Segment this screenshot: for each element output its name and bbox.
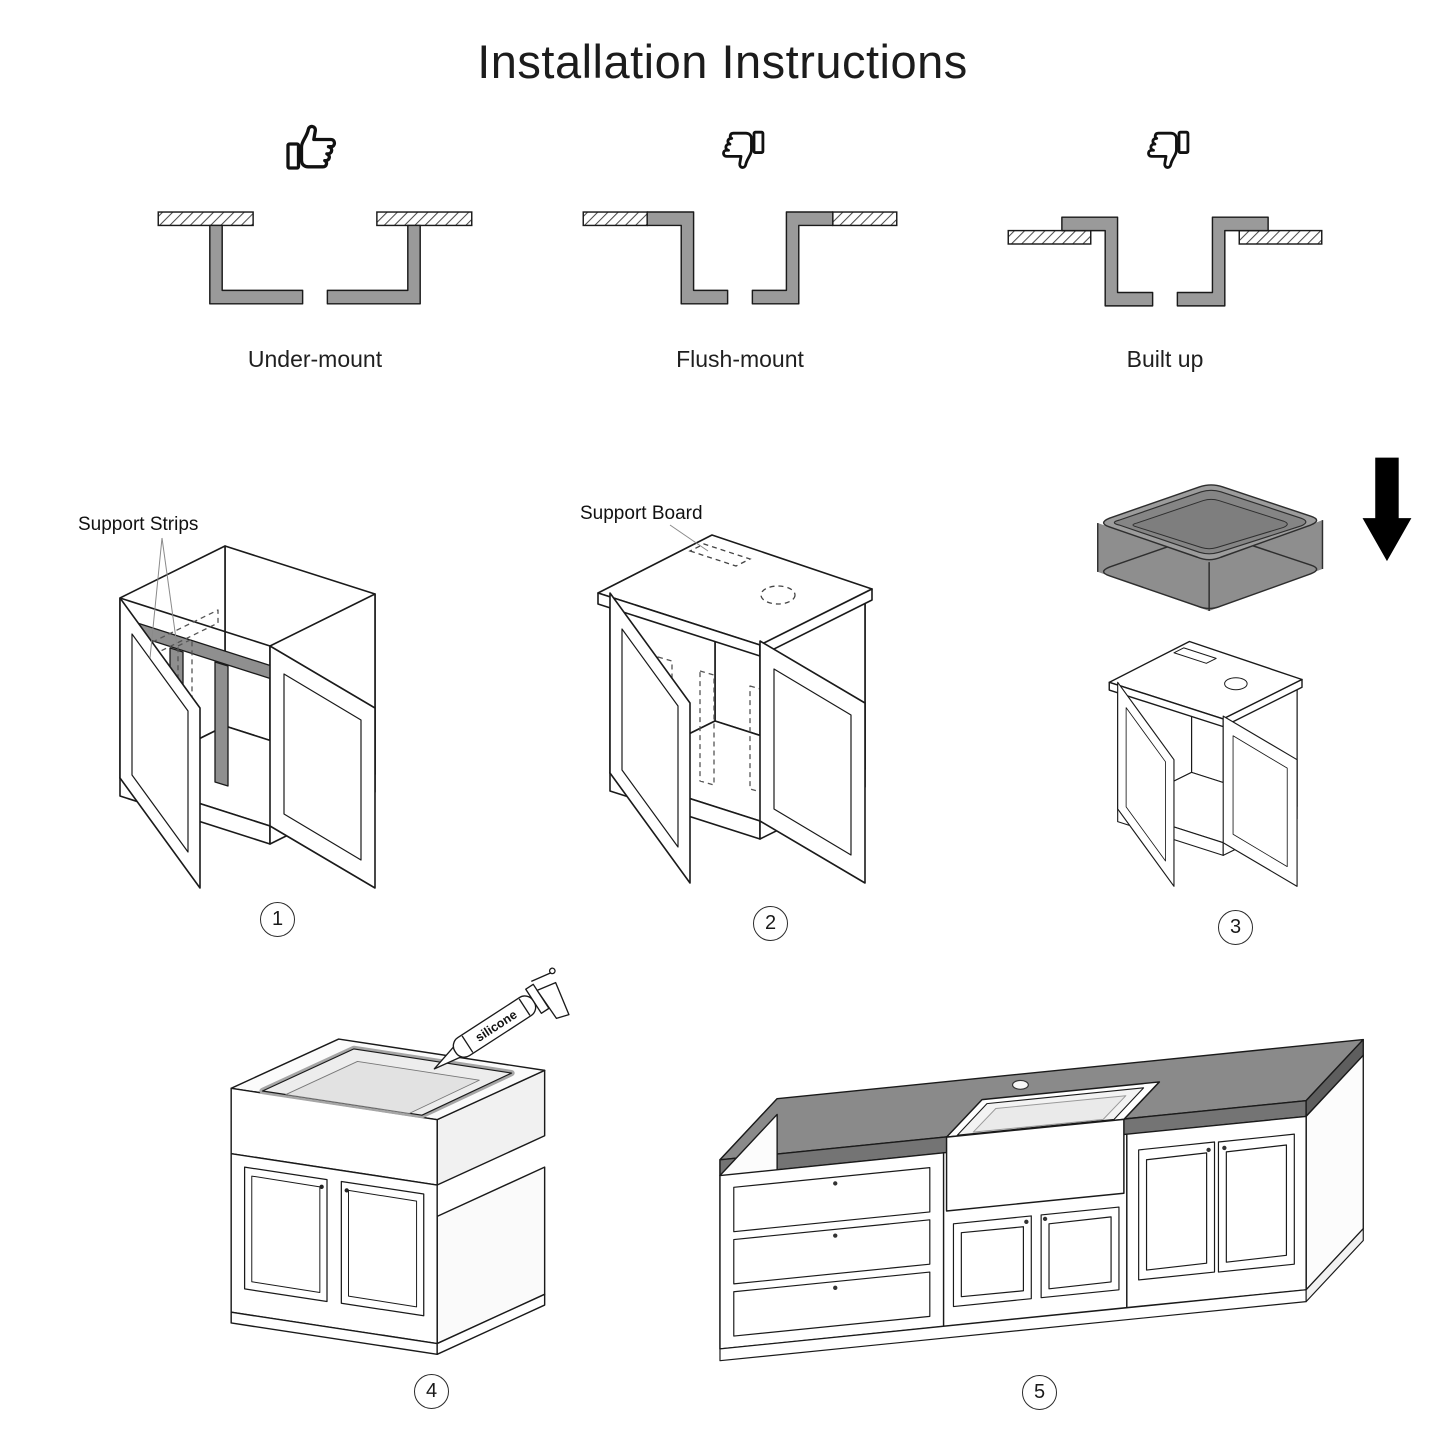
support-strips-label: Support Strips <box>78 514 198 535</box>
step-4-figure: silicone <box>230 967 570 1356</box>
silicone-bead <box>259 1045 515 1119</box>
support-board <box>597 534 873 657</box>
step-5-number: 5 <box>1022 1375 1057 1410</box>
kitchen-run-drawing <box>719 1038 1364 1362</box>
step-3-figure <box>1097 457 1412 887</box>
step-1-figure: Support Strips <box>78 514 376 889</box>
farmhouse-sink <box>1097 484 1324 611</box>
built-up-diagram <box>1007 216 1323 307</box>
cabinet-drawing <box>1108 640 1303 887</box>
thumbs-down-icon <box>1147 130 1190 169</box>
thumbs-up-icon <box>286 124 337 170</box>
cabinet-doors <box>243 1166 425 1317</box>
step-1-number: 1 <box>260 902 295 937</box>
faucet-hole <box>1011 1079 1029 1090</box>
drawer-fronts <box>733 1167 931 1337</box>
step-3-number: 3 <box>1218 910 1253 945</box>
farmhouse-sink <box>945 1081 1161 1212</box>
step-2-figure: Support Board <box>580 503 873 884</box>
thumbs-down-icon <box>722 130 765 169</box>
under-mount-diagram <box>157 211 473 305</box>
support-board-label: Support Board <box>580 503 703 524</box>
step-4-number: 4 <box>414 1374 449 1409</box>
cabinet-doors <box>952 1206 1120 1308</box>
flush-mount-diagram <box>582 211 898 305</box>
mount-label: Built up <box>1126 346 1204 372</box>
step-2-number: 2 <box>753 906 788 941</box>
page-title: Installation Instructions <box>477 35 968 88</box>
cabinet-doors <box>1138 1133 1295 1281</box>
step-5-figure <box>719 1038 1364 1362</box>
board-cutouts <box>688 543 796 605</box>
mount-label: Flush-mount <box>676 346 804 372</box>
mount-label: Under-mount <box>247 346 383 372</box>
down-arrow-icon <box>1362 457 1412 562</box>
